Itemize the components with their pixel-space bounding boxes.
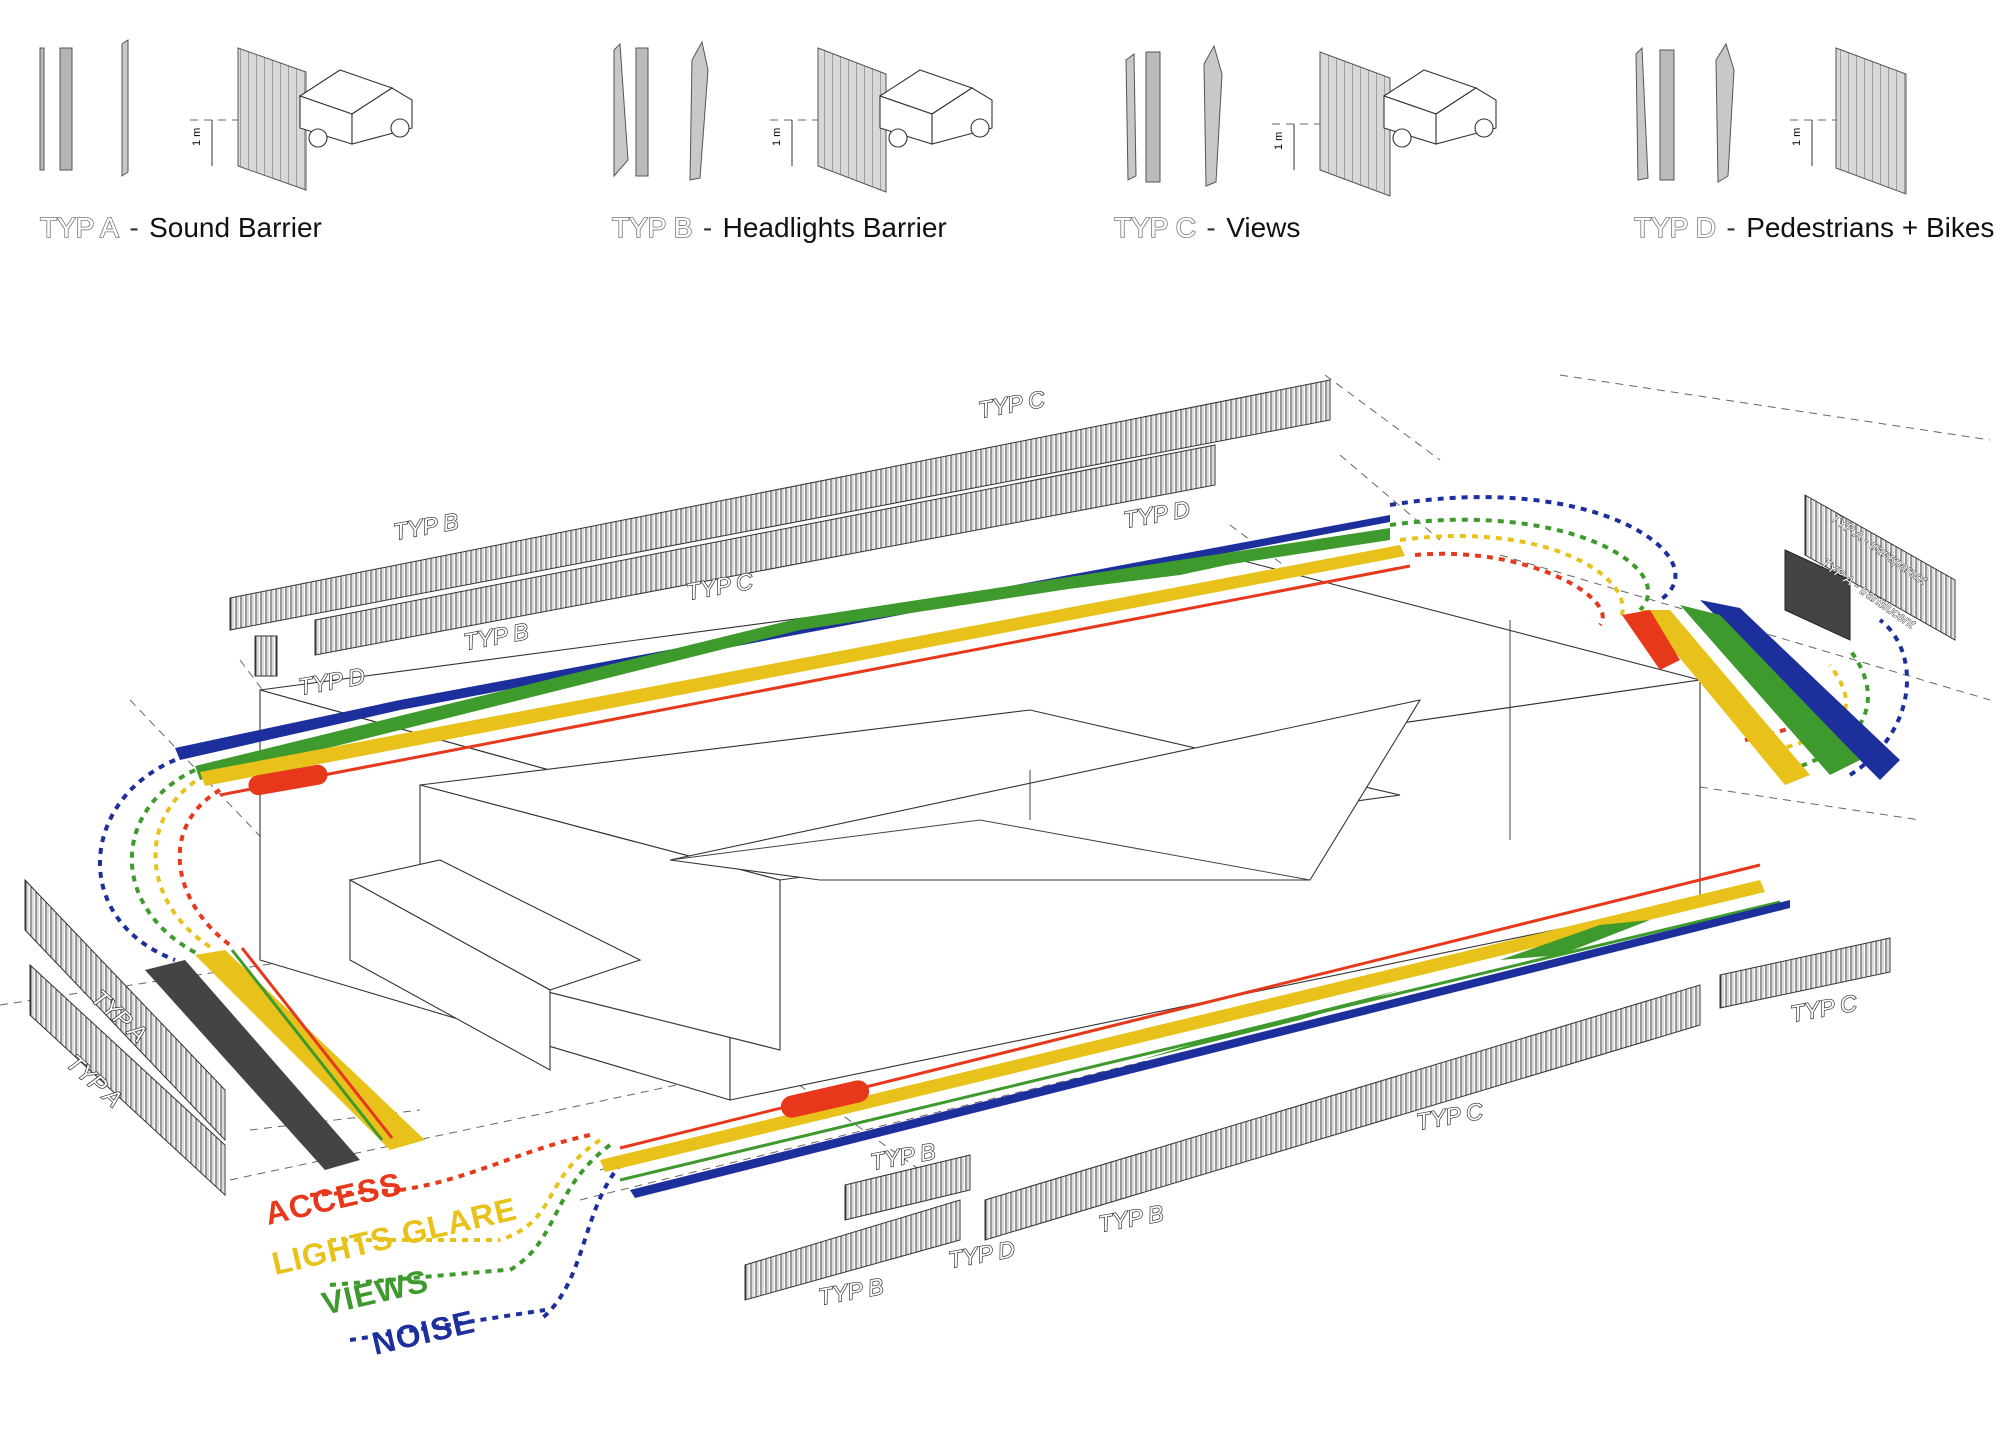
views-loop-bottom	[508, 1143, 612, 1272]
fence-typ-b-bottom-2	[744, 1199, 961, 1301]
type-c-panel: 1 m TYP C - Views	[1113, 44, 1497, 244]
noise-loop-top	[1389, 495, 1678, 602]
fence-typ-a-left-1	[24, 878, 226, 1142]
barrier-panel-3d	[689, 40, 709, 181]
barrier-front-elevation	[59, 47, 73, 171]
glare-band-bottom	[600, 880, 1765, 1172]
fence-typ-c-bottom-right	[1719, 937, 1891, 1009]
height-label: 1 m	[191, 128, 203, 146]
barrier-fences	[24, 379, 1956, 1301]
height-label: 1 m	[1273, 132, 1285, 150]
building-massing	[259, 559, 1701, 1101]
barrier-panel-3d	[1203, 44, 1223, 187]
access-node-top	[248, 764, 328, 796]
label-typ-c: TYP C	[1788, 990, 1859, 1027]
views-loop-top	[1389, 517, 1651, 612]
glare-loop-left	[153, 773, 217, 952]
views-band-right	[1680, 605, 1860, 775]
type-d-panel: 1 m TYP D - Pedestrians + Bikes	[1633, 42, 1994, 244]
access-node-bottom	[780, 1080, 870, 1118]
glare-loop-bottom	[499, 1138, 602, 1242]
label-typ-c: TYP C	[684, 568, 755, 605]
right-edge-bands	[1622, 600, 1900, 785]
views-line-bottom	[619, 900, 1781, 1182]
views-line-left	[230, 949, 384, 1141]
fence-typ-b-c-top	[229, 379, 1331, 631]
barrier-side-profile	[1635, 46, 1649, 181]
type-d-title: TYP D - Pedestrians + Bikes	[1634, 212, 1994, 243]
barrier-front-elevation	[635, 47, 649, 177]
fence-typ-b-bottom	[844, 1154, 971, 1221]
barrier-panel-3d	[121, 39, 129, 177]
noise-band-bottom	[630, 900, 1790, 1198]
barrier-panel-3d	[1715, 42, 1735, 183]
barrier-front-elevation	[1145, 51, 1161, 183]
height-label: 1 m	[1791, 128, 1803, 146]
barrier-wall-illustration	[1319, 51, 1391, 197]
fence-typ-a-transparent	[1804, 494, 1956, 641]
height-label: 1 m	[771, 128, 783, 146]
car-illustration	[878, 69, 993, 148]
fence-typ-b-c-d-top	[314, 444, 1216, 656]
views-loop-left	[129, 768, 201, 957]
label-typ-d: TYP D	[1121, 496, 1191, 533]
access-loop-left	[177, 788, 232, 947]
legend: ACCESS LIGHTS GLARE VIEWS NOISE	[261, 1165, 520, 1361]
glare-band-top	[200, 545, 1405, 786]
terrace-step-front	[349, 879, 551, 1071]
views-loop-right	[1789, 648, 1870, 772]
label-typ-b: TYP B	[391, 508, 460, 545]
barrier-side-profile	[39, 47, 45, 171]
barrier-side-profile	[1125, 53, 1137, 181]
barrier-wall-illustration	[817, 47, 887, 193]
bottom-edge-bands	[600, 863, 1790, 1198]
legend-noise: NOISE	[368, 1303, 478, 1362]
label-typ-b: TYP B	[816, 1273, 885, 1310]
car-illustration	[298, 69, 413, 148]
glare-loop-right	[1774, 663, 1848, 752]
type-b-panel: 1 m TYP B - Headlights Barrier	[611, 40, 993, 244]
noise-loop-left	[98, 758, 176, 962]
access-loop-bottom	[399, 1133, 591, 1192]
left-edge-bands	[145, 947, 425, 1170]
type-b-title: TYP B - Headlights Barrier	[612, 212, 947, 243]
fence-typ-a-left-2	[29, 963, 226, 1197]
access-line-left	[240, 947, 394, 1139]
fence-typ-d-post	[254, 635, 278, 677]
noise-loop-bottom	[538, 1153, 632, 1322]
barrier-front-elevation	[1659, 49, 1675, 181]
type-a-panel: 1 m TYP A - Sound Barrier	[39, 39, 413, 244]
noise-band-right	[1700, 600, 1900, 780]
fence-typ-b-c-bottom	[984, 984, 1701, 1241]
label-typ-b: TYP B	[1096, 1200, 1165, 1237]
route-loops	[98, 495, 1909, 1342]
label-typ-c: TYP C	[976, 386, 1047, 423]
access-loop-top	[1414, 551, 1605, 627]
barrier-wall-illustration	[1835, 47, 1907, 195]
car-illustration	[1382, 69, 1497, 148]
fence-typ-a-translucent	[1784, 549, 1851, 641]
access-node-right	[1622, 610, 1680, 670]
barrier-wall-illustration	[237, 47, 307, 191]
access-line-top	[219, 564, 1411, 797]
glare-loop-top	[1399, 534, 1625, 621]
noise-band-left	[145, 960, 360, 1170]
glare-band-right	[1640, 610, 1810, 785]
legend-views: VIEWS	[318, 1262, 431, 1321]
top-edge-bands	[175, 515, 1411, 797]
type-a-title: TYP A - Sound Barrier	[40, 212, 322, 243]
barrier-side-profile	[613, 42, 629, 178]
type-c-title: TYP C - Views	[1114, 212, 1300, 243]
